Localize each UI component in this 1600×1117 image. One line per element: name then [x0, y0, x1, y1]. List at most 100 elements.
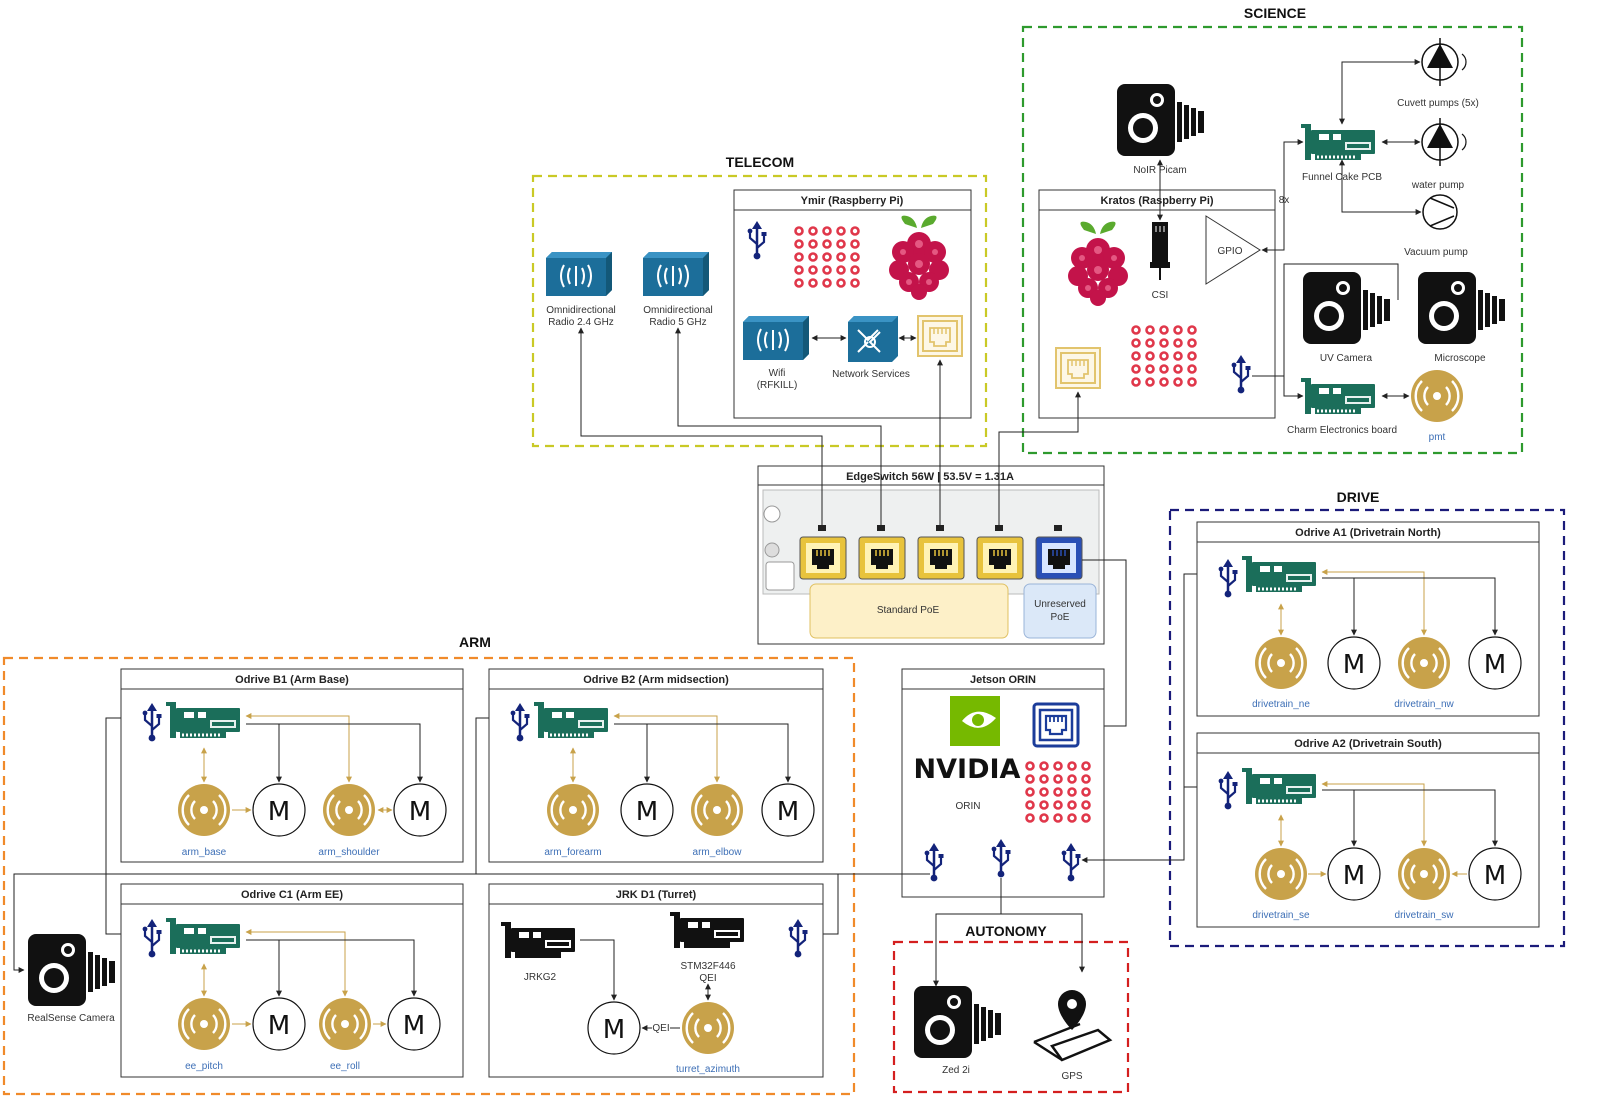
ethernet-port-icon	[799, 536, 847, 580]
gpio-label: GPIO	[1217, 246, 1242, 257]
gpio-count-label: 8x	[1279, 195, 1290, 206]
turret-azimuth-label: turret_azimuth	[676, 1064, 740, 1075]
unreserved-poe-label-2: PoE	[1051, 612, 1070, 623]
ethernet-port-icon	[976, 536, 1024, 580]
qei-link-label: QEI	[652, 1023, 669, 1034]
radio-5ghz-label-1: Omnidirectional	[643, 305, 712, 316]
switch-reset	[765, 561, 795, 591]
arm-group-label: ARM	[459, 634, 491, 650]
odrive-b2-title: Odrive B2 (Arm midsection)	[583, 674, 729, 686]
motor-letter: M	[268, 797, 290, 827]
ethernet-port-icon	[1032, 702, 1080, 748]
encoder-icon	[680, 1000, 736, 1056]
ethernet-port-icon	[917, 315, 963, 357]
ethernet-port-icon	[917, 536, 965, 580]
network-services-label: Network Services	[832, 369, 910, 380]
wifi-icon	[742, 315, 810, 361]
ymir-title: Ymir (Raspberry Pi)	[801, 195, 904, 207]
switch-ports	[799, 525, 1083, 580]
edgeswitch-title: EdgeSwitch 56W | 53.5V = 1.31A	[846, 471, 1014, 483]
router-icon	[848, 316, 898, 362]
motor-icon	[393, 783, 447, 837]
pump-icon	[1421, 117, 1467, 167]
drivetrain-se-label: drivetrain_se	[1252, 910, 1310, 921]
gps-icon	[1033, 990, 1113, 1062]
motor-letter: M	[268, 1011, 290, 1041]
realsense-label: RealSense Camera	[27, 1013, 115, 1024]
motor-letter: M	[403, 1011, 425, 1041]
motor-icon	[587, 1001, 641, 1055]
telecom-group-frame	[531, 174, 988, 448]
pump-icon	[1422, 194, 1458, 230]
charm-board-label: Charm Electronics board	[1287, 425, 1397, 436]
motor-icon	[1468, 847, 1522, 901]
ethernet-port-icon	[1035, 536, 1083, 580]
arm-base-label: arm_base	[182, 847, 227, 858]
jrk-d1-box	[488, 883, 824, 1078]
encoder-icon	[176, 782, 232, 838]
qei-label: QEI	[699, 973, 716, 984]
motor-letter: M	[409, 797, 431, 827]
arm-group-frame	[2, 656, 856, 1096]
orin-label: ORIN	[956, 801, 981, 812]
radio-5ghz: Omnidirectional Radio 5 GHz	[642, 251, 713, 328]
csi-connector-icon	[1150, 222, 1170, 280]
encoder-icon	[317, 996, 373, 1052]
autonomy-group-label: AUTONOMY	[965, 923, 1047, 939]
motor-icon	[1327, 636, 1381, 690]
gpio-buffer-icon	[1205, 215, 1261, 285]
radio-2-4ghz-label-1: Omnidirectional	[546, 305, 615, 316]
encoder-icon	[1409, 368, 1465, 424]
nvidia-brand-text: NVIDIA	[914, 754, 1021, 785]
jrkg2-label: JRKG2	[524, 972, 557, 983]
motor-letter: M	[777, 797, 799, 827]
motor-icon	[1327, 847, 1381, 901]
jetson-title: Jetson ORIN	[970, 674, 1036, 686]
arm-shoulder-label: arm_shoulder	[318, 847, 380, 858]
drivetrain-nw-label: drivetrain_nw	[1394, 699, 1454, 710]
motor-icon	[387, 997, 441, 1051]
pcb-icon	[1301, 124, 1375, 160]
pump-icon	[1421, 37, 1467, 87]
radio-5ghz-label-2: Radio 5 GHz	[649, 317, 706, 328]
csi-label: CSI	[1152, 290, 1169, 301]
radio-2-4ghz: Omnidirectional Radio 2.4 GHz	[545, 251, 616, 328]
camera-icon	[1418, 272, 1505, 344]
water-pump-label: water pump	[1411, 180, 1465, 191]
camera-icon	[1303, 272, 1390, 344]
standard-poe-zone	[809, 583, 1009, 639]
motor-letter: M	[1343, 861, 1365, 891]
pcb-icon	[1301, 378, 1375, 414]
camera-icon	[28, 934, 115, 1006]
unreserved-poe-zone	[1023, 583, 1097, 639]
encoder-icon	[1253, 846, 1309, 902]
encoder-icon	[1253, 635, 1309, 691]
ee-pitch-label: ee_pitch	[185, 1061, 223, 1072]
vacuum-pump-label: Vacuum pump	[1404, 247, 1468, 258]
drivetrain-ne-label: drivetrain_ne	[1252, 699, 1310, 710]
switch-led	[764, 542, 780, 558]
encoder-icon	[689, 782, 745, 838]
zed-label: Zed 2i	[942, 1065, 970, 1076]
motor-letter: M	[1484, 650, 1506, 680]
motor-icon	[252, 783, 306, 837]
drive-group-label: DRIVE	[1337, 489, 1380, 505]
motor-icon	[620, 783, 674, 837]
stm32-label: STM32F446	[680, 961, 735, 972]
jrk-d1-title: JRK D1 (Turret)	[616, 889, 697, 901]
camera-icon	[914, 986, 1001, 1058]
motor-icon	[252, 997, 306, 1051]
wifi-label-2: (RFKILL)	[757, 380, 798, 391]
ethernet-port-icon	[858, 536, 906, 580]
nvidia-logo-icon	[950, 696, 1000, 746]
wifi-label-1: Wifi	[769, 368, 786, 379]
kratos-title: Kratos (Raspberry Pi)	[1100, 195, 1213, 207]
arm-forearm-label: arm_forearm	[544, 847, 601, 858]
motor-icon	[761, 783, 815, 837]
radio-icon	[545, 251, 613, 297]
radio-2-4ghz-label-2: Radio 2.4 GHz	[548, 317, 614, 328]
camera-icon	[1117, 84, 1204, 156]
radio-icon	[642, 251, 710, 297]
pmt-label: pmt	[1429, 432, 1446, 443]
cuvett-pumps-label: Cuvett pumps (5x)	[1397, 98, 1479, 109]
